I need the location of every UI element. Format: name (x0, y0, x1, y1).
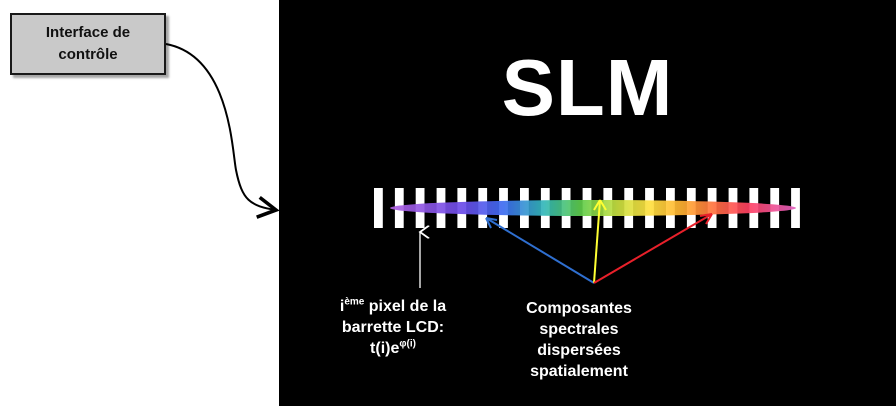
control-interface-box: Interface de contrôle (10, 13, 166, 75)
spectral-caption-line3: dispersées (537, 342, 621, 359)
lcd-pixel (374, 188, 383, 228)
spectral-caption-line2: spectrales (539, 321, 619, 338)
pixel-caption: ième pixel de la barrette LCD: t(i)eφ(i) (318, 296, 468, 359)
yellow-component-arrow (593, 199, 601, 284)
red-component-arrow (593, 213, 713, 284)
spectral-caption-line4: spatialement (530, 363, 628, 380)
control-interface-label-line2: contrôle (58, 46, 118, 63)
spectral-caption: Composantes spectrales dispersées spatia… (504, 298, 654, 382)
control-connector-arrow (165, 43, 280, 219)
blue-component-arrow (485, 217, 595, 284)
spectral-caption-line1: Composantes (526, 300, 632, 317)
slm-title: SLM (501, 43, 674, 132)
spectral-components-band (390, 200, 796, 216)
pixel-caption-line3: t(i)eφ(i) (370, 338, 416, 357)
pixel-caption-line1: ième pixel de la (339, 296, 447, 315)
pixel-caption-line2: barrette LCD: (341, 319, 445, 336)
control-interface-label-line1: Interface de (45, 24, 131, 41)
